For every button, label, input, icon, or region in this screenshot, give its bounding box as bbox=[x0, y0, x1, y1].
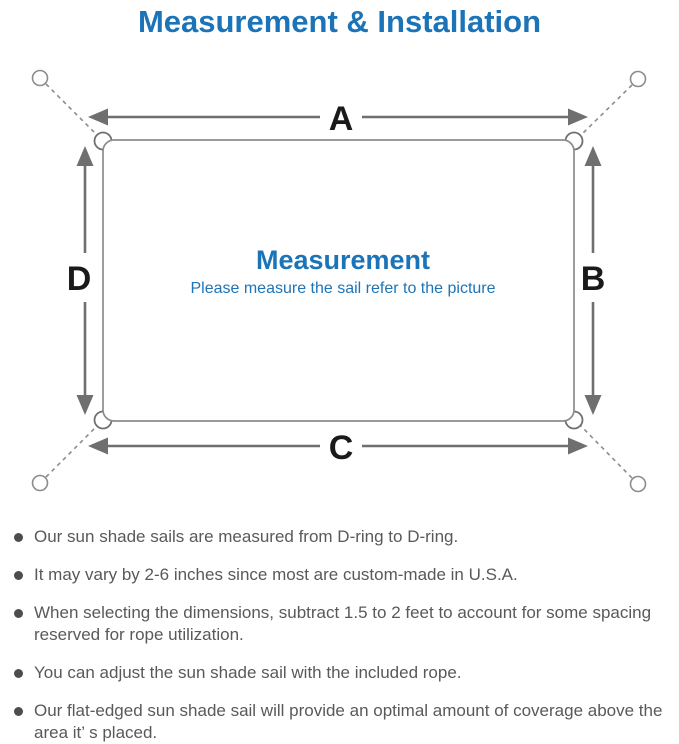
list-item: It may vary by 2-6 inches since most are… bbox=[11, 564, 669, 586]
measurement-diagram: A B C D Measurement Please measure the s… bbox=[31, 69, 647, 493]
tether-dashed-line-bottom-right bbox=[578, 423, 633, 479]
dimension-arrow-b bbox=[584, 146, 602, 415]
anchor-point-top-left-icon bbox=[31, 69, 49, 87]
note-text: Our sun shade sails are measured from D-… bbox=[34, 527, 459, 546]
list-item: Our sun shade sails are measured from D-… bbox=[11, 526, 669, 548]
tether-dashed-line-top-left bbox=[45, 83, 100, 138]
notes-list: Our sun shade sails are measured from D-… bbox=[0, 520, 679, 744]
anchor-point-bottom-left-icon bbox=[31, 474, 49, 492]
bullet-icon bbox=[14, 571, 23, 580]
dimension-arrow-c bbox=[88, 437, 588, 455]
page-title: Measurement & Installation bbox=[137, 4, 542, 39]
list-item: When selecting the dimensions, subtract … bbox=[11, 602, 669, 646]
list-item: Our flat-edged sun shade sail will provi… bbox=[11, 700, 669, 744]
dimension-arrow-d bbox=[76, 146, 94, 415]
list-item: You can adjust the sun shade sail with t… bbox=[11, 662, 669, 684]
anchor-point-bottom-right-icon bbox=[629, 475, 647, 493]
note-text: You can adjust the sun shade sail with t… bbox=[34, 663, 462, 682]
note-text: It may vary by 2-6 inches since most are… bbox=[34, 565, 518, 584]
dimension-arrow-a bbox=[88, 108, 588, 126]
tether-dashed-line-top-right bbox=[578, 84, 633, 138]
note-text: When selecting the dimensions, subtract … bbox=[34, 603, 652, 644]
dimension-label-a: A bbox=[329, 100, 354, 138]
bullet-icon bbox=[14, 707, 23, 716]
diagram-center-title: Measurement bbox=[256, 245, 430, 275]
dimension-label-b: B bbox=[581, 260, 606, 298]
sail-outline bbox=[102, 139, 575, 422]
bullet-icon bbox=[14, 533, 23, 542]
dimension-label-d: D bbox=[67, 260, 92, 298]
bullet-icon bbox=[14, 669, 23, 678]
dimension-label-c: C bbox=[329, 429, 354, 467]
tether-dashed-line-bottom-left bbox=[45, 423, 100, 478]
anchor-point-top-right-icon bbox=[629, 70, 647, 88]
bullet-icon bbox=[14, 609, 23, 618]
diagram-center-subtitle: Please measure the sail refer to the pic… bbox=[190, 280, 495, 297]
note-text: Our flat-edged sun shade sail will provi… bbox=[34, 701, 663, 742]
